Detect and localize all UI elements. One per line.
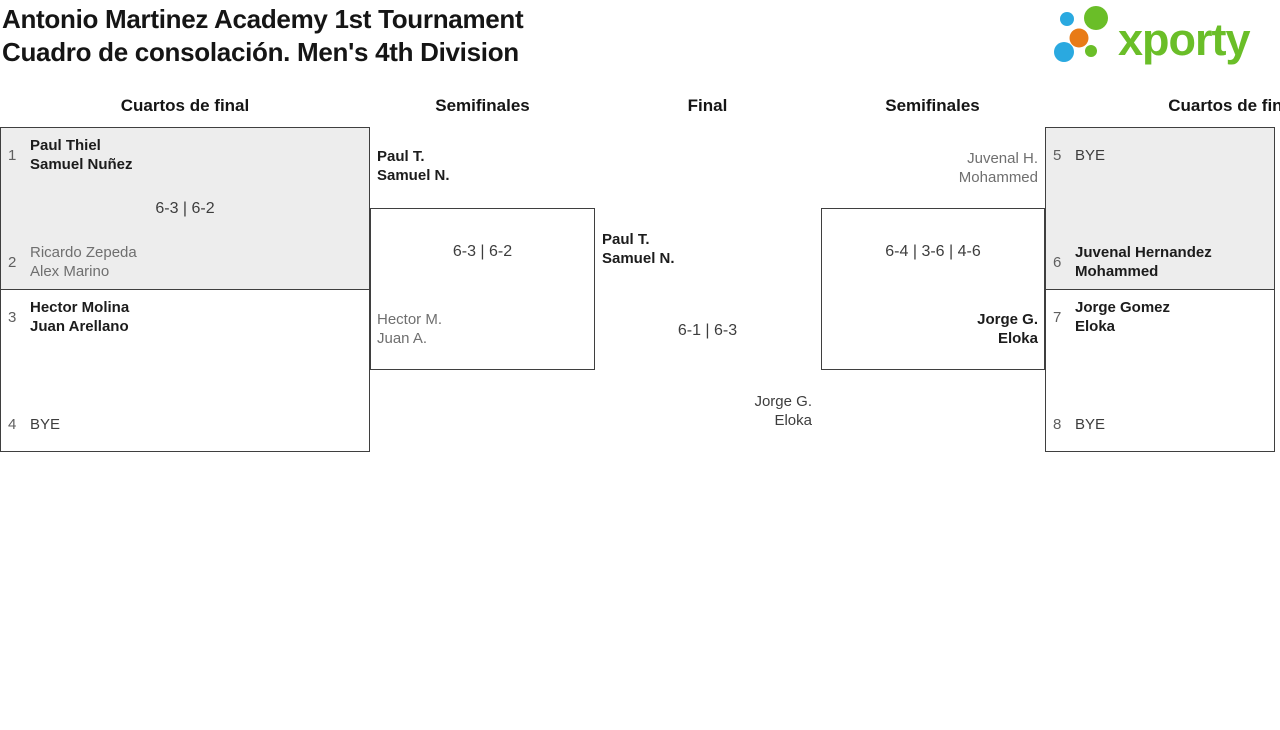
sf2-winner-team[interactable]: Jorge G. Eloka [977,310,1038,348]
team-names: Juvenal Hernandez Mohammed [1075,243,1212,281]
final-team-bottom[interactable]: Jorge G. Eloka [754,392,812,430]
seed-number: 5 [1053,146,1062,164]
player-name: Jorge G. [977,311,1038,328]
sf1-loser-team[interactable]: Hector M. Juan A. [377,310,442,348]
match-box-qf4[interactable]: 7 Jorge Gomez Eloka 8 BYE [1045,289,1275,452]
round-header-quarterfinals-right: Cuartos de final [1168,96,1280,115]
final-score: 6-1 | 6-3 [677,322,738,339]
xporty-logo[interactable]: xporty [1048,0,1280,72]
player-name: Samuel N. [602,250,675,267]
match-box-qf2[interactable]: 3 Hector Molina Juan Arellano 4 BYE [0,289,370,452]
seed-number: 8 [1053,415,1062,433]
match-score: 6-4 | 3-6 | 4-6 [885,243,981,260]
player-name: Hector M. [377,311,443,328]
player-name: Paul T. [602,231,650,248]
match-box-sf2[interactable]: 6-4 | 3-6 | 4-6 [821,208,1045,370]
match-box-sf1[interactable]: 6-3 | 6-2 [370,208,595,370]
team-names: BYE [1075,415,1105,434]
seed-number: 3 [8,308,17,326]
sf1-winner-team[interactable]: Paul T. Samuel N. [377,147,450,185]
round-header-final: Final [687,96,728,115]
team-slot-seed5[interactable]: 5 BYE [1053,136,1267,174]
team-slot-seed2[interactable]: 2 Ricardo Zepeda Alex Marino [8,243,362,281]
team-slot-seed4[interactable]: 4 BYE [8,405,362,443]
logo-dot-blue-small [1060,12,1074,26]
player-name: Juan A. [377,330,428,347]
player-name: Jorge Gomez [1075,299,1171,316]
seed-number: 1 [8,146,17,164]
logo-dot-blue-large [1054,42,1074,62]
final-team-top[interactable]: Paul T. Samuel N. [602,230,675,268]
player-name: Hector Molina [30,299,130,316]
round-header-semifinals-left: Semifinales [435,96,530,115]
player-name: Samuel Nuñez [30,156,133,173]
team-names: BYE [30,415,60,434]
team-names: Jorge Gomez Eloka [1075,298,1170,336]
logo-dot-orange [1069,28,1089,48]
page-title-line1: Antonio Martinez Academy 1st Tournament [2,4,524,34]
team-slot-seed8[interactable]: 8 BYE [1053,405,1267,443]
player-name: Eloka [997,330,1038,347]
logo-dot-green-small [1085,45,1097,57]
player-name: Mohammed [1075,263,1159,280]
bye-label: BYE [30,415,61,433]
team-slot-seed3[interactable]: 3 Hector Molina Juan Arellano [8,298,362,336]
match-box-qf1[interactable]: 1 Paul Thiel Samuel Nuñez 6-3 | 6-2 2 Ri… [0,127,370,290]
team-slot-seed6[interactable]: 6 Juvenal Hernandez Mohammed [1053,243,1267,281]
seed-number: 2 [8,253,17,271]
seed-number: 7 [1053,308,1062,326]
team-slot-seed7[interactable]: 7 Jorge Gomez Eloka [1053,298,1267,336]
bye-label: BYE [1075,415,1106,433]
round-header-semifinals-right: Semifinales [885,96,980,115]
player-name: Eloka [1075,318,1116,335]
bye-label: BYE [1075,146,1106,164]
player-name: Juvenal H. [967,150,1038,167]
round-header-quarterfinals-left: Cuartos de final [120,96,250,115]
page-title-line2: Cuadro de consolación. Men's 4th Divisio… [2,37,519,67]
player-name: Jorge G. [754,393,812,410]
player-name: Samuel N. [377,167,450,184]
team-slot-seed1[interactable]: 1 Paul Thiel Samuel Nuñez [8,136,362,174]
team-names: BYE [1075,146,1105,165]
seed-number: 6 [1053,253,1062,271]
logo-dot-green-large [1084,6,1108,30]
player-name: Eloka [774,412,812,429]
player-name: Juan Arellano [30,318,129,335]
match-score: 6-3 | 6-2 [452,243,513,260]
match-score: 6-3 | 6-2 [155,199,215,217]
player-name: Ricardo Zepeda [30,244,137,261]
team-names: Hector Molina Juan Arellano [30,298,129,336]
player-name: Alex Marino [30,263,110,280]
player-name: Paul T. [377,148,425,165]
team-names: Ricardo Zepeda Alex Marino [30,243,137,281]
player-name: Juvenal Hernandez [1075,244,1212,261]
seed-number: 4 [8,415,17,433]
player-name: Mohammed [958,169,1038,186]
match-box-qf3[interactable]: 5 BYE 6 Juvenal Hernandez Mohammed [1045,127,1275,290]
sf2-loser-team[interactable]: Juvenal H. Mohammed [959,149,1038,187]
team-names: Paul Thiel Samuel Nuñez [30,136,133,174]
player-name: Paul Thiel [30,137,101,154]
logo-wordmark: xporty [1118,14,1251,65]
